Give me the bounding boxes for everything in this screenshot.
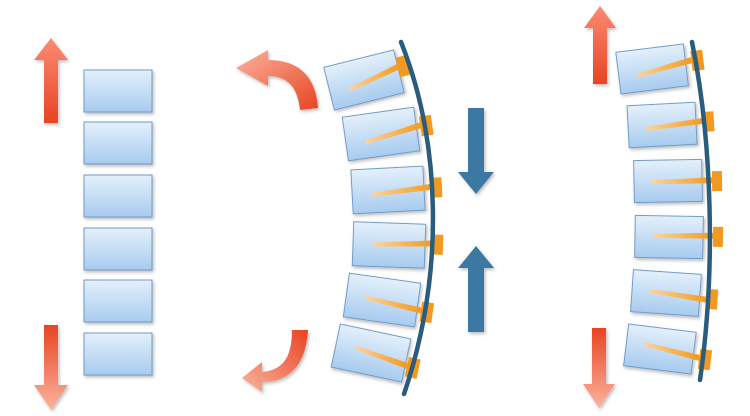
vertebra-block	[83, 174, 153, 218]
vertebra-with-screw	[623, 323, 713, 375]
arrow-down-icon	[583, 328, 615, 408]
vertebra-with-screw	[626, 101, 715, 149]
vertebra-stack-left	[83, 69, 153, 376]
vertebra-with-screw	[630, 269, 719, 317]
vertebra-block	[83, 121, 153, 165]
vertebra-stack-right	[615, 43, 724, 375]
curved-arrow-top-left-icon	[236, 50, 318, 110]
vertebra-block	[83, 332, 153, 376]
vertebra-with-screw	[634, 214, 724, 260]
spine-rod-curve	[689, 39, 713, 383]
spine-rod-curve	[398, 39, 436, 397]
arrow-up-icon	[584, 6, 616, 84]
arrow-up-icon	[34, 38, 68, 123]
vertebra-with-screw	[341, 106, 434, 162]
vertebra-block	[83, 279, 153, 323]
panel-middle	[236, 39, 494, 397]
vertebra-with-screw	[633, 158, 723, 204]
arrow-down-icon	[34, 325, 68, 410]
vertebra-with-screw	[323, 49, 413, 111]
vertebra-with-screw	[351, 221, 444, 269]
panel-right	[583, 6, 724, 408]
arrow-up-icon	[458, 246, 494, 332]
vertebra-stack-middle	[323, 49, 444, 383]
curved-arrow-bottom-left-icon	[242, 330, 308, 392]
vertebra-block	[83, 69, 153, 113]
arrow-down-icon	[458, 108, 494, 194]
panel-left	[34, 38, 153, 410]
vertebra-block	[83, 227, 153, 271]
